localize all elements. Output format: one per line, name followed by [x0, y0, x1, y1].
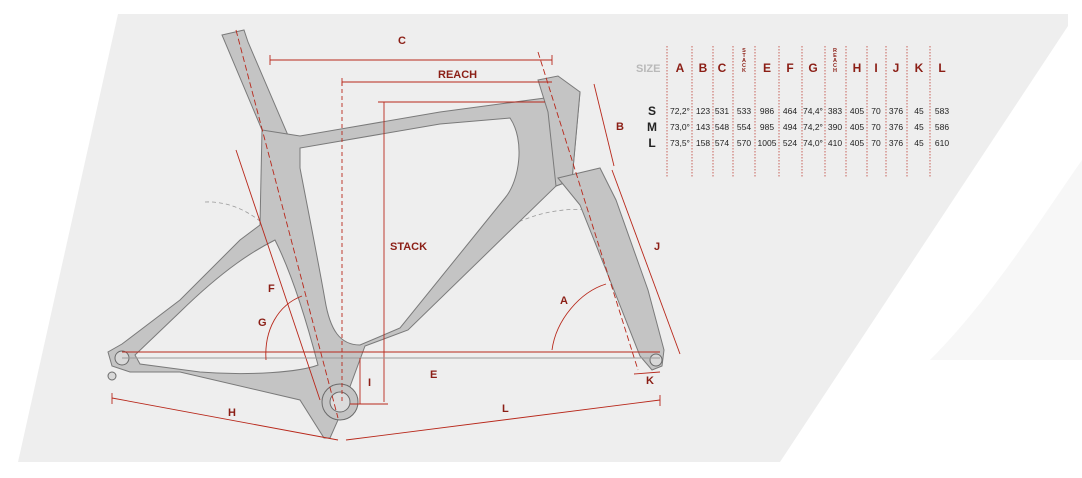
- table-cell: 531: [715, 106, 729, 116]
- table-cell: 610: [935, 138, 949, 148]
- table-cell: 548: [715, 122, 729, 132]
- table-cell: 1005: [758, 138, 777, 148]
- table-cell: 985: [760, 122, 774, 132]
- table-header-a: A: [676, 61, 685, 75]
- table-cell: 74,2°: [803, 122, 823, 132]
- dim-l: [345, 399, 661, 441]
- table-header-c: C: [718, 61, 727, 75]
- label-c: C: [398, 35, 406, 47]
- table-cell: 123: [696, 106, 710, 116]
- label-i: I: [368, 377, 371, 389]
- bike-frame: [107, 29, 665, 439]
- table-cell: 73,0°: [670, 122, 690, 132]
- table-cell: 376: [889, 106, 903, 116]
- table-cell: 524: [783, 138, 797, 148]
- label-g: G: [258, 317, 267, 329]
- table-cell: 986: [760, 106, 774, 116]
- label-l: L: [502, 403, 509, 415]
- rear-derailleur-hanger: [107, 371, 117, 381]
- table-cell: 74,0°: [803, 138, 823, 148]
- table-rows: S 72,2° 123 531 533 986 464 74,4° 383 405 70 376 45 5…: [647, 104, 949, 150]
- table-row-size: L: [648, 136, 655, 150]
- table-header-b: B: [699, 61, 708, 75]
- table-cell: 583: [935, 106, 949, 116]
- table-cell: 72,2°: [670, 106, 690, 116]
- rear-triangle-void: [134, 239, 319, 375]
- label-stack: STACK: [390, 241, 427, 253]
- dim-k: [633, 371, 661, 375]
- table-cell: 586: [935, 122, 949, 132]
- table-cell: 570: [737, 138, 751, 148]
- table-cell: 494: [783, 122, 797, 132]
- label-f: F: [268, 283, 275, 295]
- table-header-h: H: [853, 61, 862, 75]
- dimension-lines: [111, 29, 681, 441]
- angle-g-arc: [265, 295, 303, 361]
- dim-b: [593, 83, 615, 167]
- background-swoosh: [930, 160, 1082, 360]
- table-cell: 533: [737, 106, 751, 116]
- table-header-l: L: [938, 61, 945, 75]
- dim-j: [611, 169, 681, 355]
- table-cell: 554: [737, 122, 751, 132]
- table-cell: 410: [828, 138, 842, 148]
- table-cell: 390: [828, 122, 842, 132]
- table-cell: 70: [871, 122, 881, 132]
- head-tube-axis: [537, 51, 639, 371]
- table-header-f: F: [786, 61, 793, 75]
- table-cell: 70: [871, 106, 881, 116]
- seat-tube-axis: [235, 29, 339, 419]
- table-cell: 143: [696, 122, 710, 132]
- label-a: A: [560, 295, 568, 307]
- label-j: J: [654, 241, 660, 253]
- table-cell: 376: [889, 138, 903, 148]
- label-reach: REACH: [438, 69, 477, 81]
- fork: [557, 167, 665, 371]
- label-e: E: [430, 369, 437, 381]
- table-cell: 45: [914, 138, 924, 148]
- table-cell: 45: [914, 106, 924, 116]
- front-axle: [649, 353, 663, 367]
- table-cell: 45: [914, 122, 924, 132]
- table-header-i: I: [874, 61, 877, 75]
- table-cell: 574: [715, 138, 729, 148]
- label-k: K: [646, 375, 654, 387]
- table-cell: 405: [850, 106, 864, 116]
- label-h: H: [228, 407, 236, 419]
- bottom-bracket-inner: [329, 391, 351, 413]
- table-header-k: K: [915, 61, 924, 75]
- table-size-label: SIZE: [636, 63, 660, 75]
- table-header-g: G: [808, 61, 817, 75]
- table-cell: 70: [871, 138, 881, 148]
- table-row-size: M: [647, 120, 657, 134]
- table-dividers: [666, 46, 931, 178]
- table-cell: 376: [889, 122, 903, 132]
- table-cell: 383: [828, 106, 842, 116]
- table-row-size: S: [648, 104, 656, 118]
- angle-a-arc: [551, 283, 607, 351]
- table-cell: 405: [850, 122, 864, 132]
- table-header-e: E: [763, 61, 771, 75]
- table-cell: 74,4°: [803, 106, 823, 116]
- table-cell: 464: [783, 106, 797, 116]
- table-cell: 158: [696, 138, 710, 148]
- table-cell: 405: [850, 138, 864, 148]
- label-b: B: [616, 121, 624, 133]
- dim-h: [111, 397, 339, 441]
- table-cell: 73,5°: [670, 138, 690, 148]
- table-header-j: J: [893, 61, 900, 75]
